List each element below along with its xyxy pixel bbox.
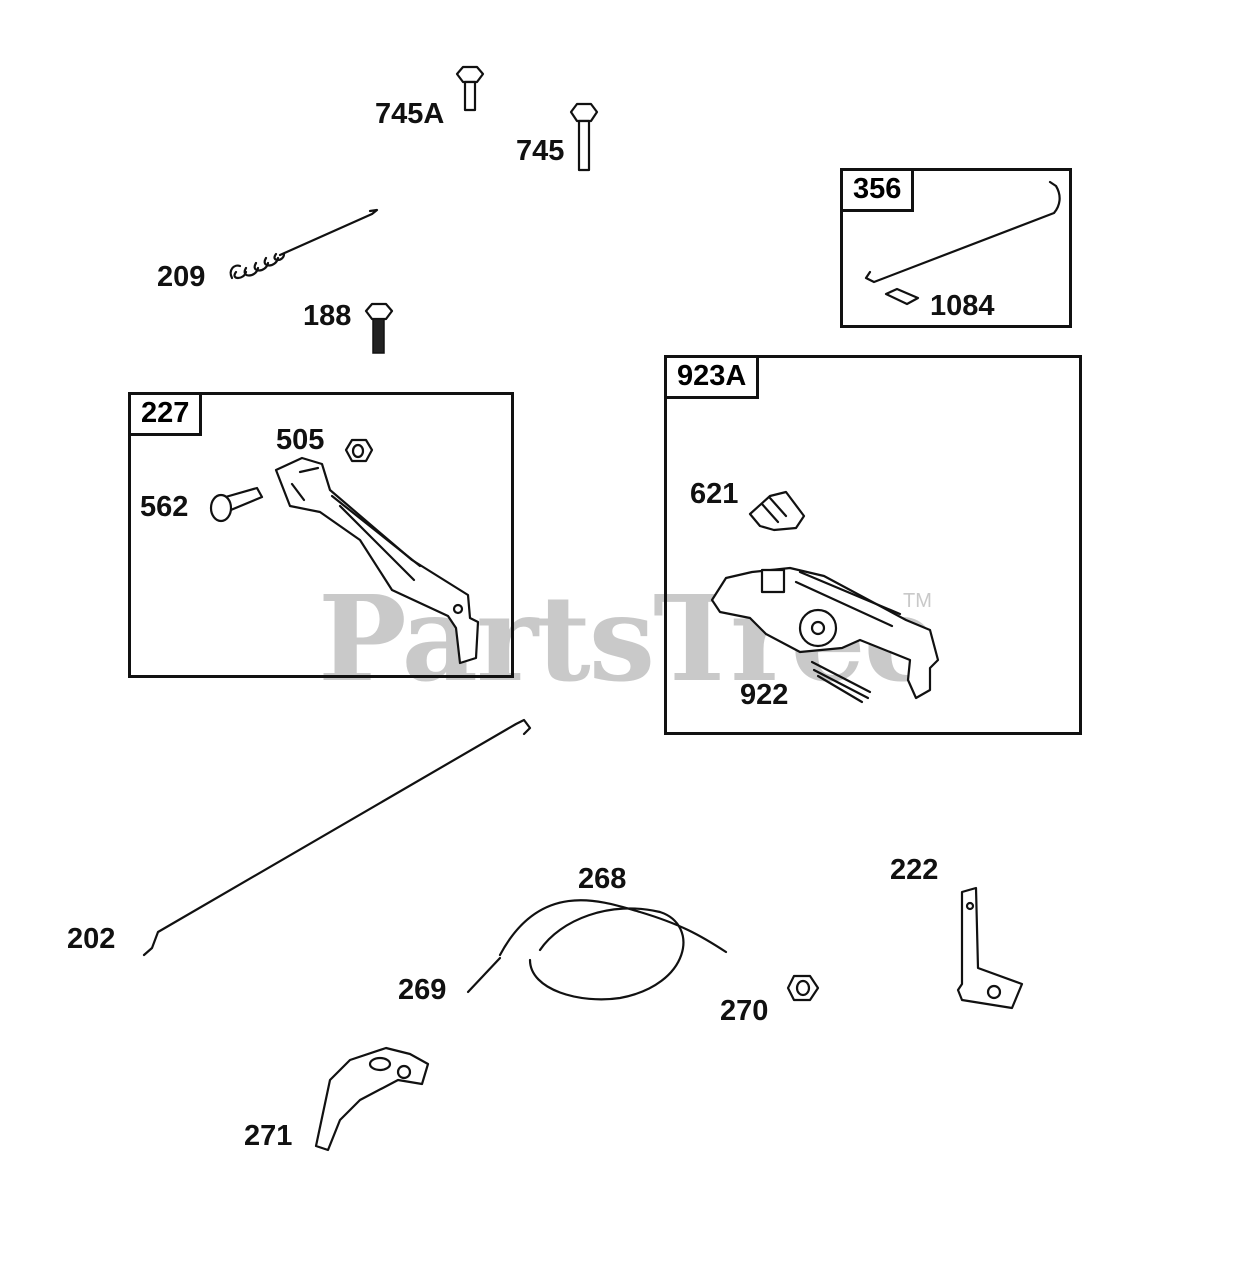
clip-1084-icon: [884, 287, 920, 306]
label-222: 222: [890, 854, 939, 886]
cable-268-icon: [498, 899, 728, 1001]
spring-922-icon: [810, 660, 872, 704]
screw-188-icon: [364, 302, 394, 354]
label-922: 922: [740, 679, 789, 711]
spring-209-icon: [229, 208, 379, 280]
control-plate-922-icon: [710, 566, 940, 700]
nut-270-icon: [786, 974, 820, 1002]
label-621: 621: [690, 478, 739, 510]
label-271: 271: [244, 1120, 293, 1152]
label-188: 188: [303, 300, 352, 332]
label-1084: 1084: [930, 290, 995, 322]
group-label-923a: 923A: [664, 355, 760, 399]
watermark-trademark: TM: [903, 590, 932, 612]
clip-621-icon: [748, 490, 806, 532]
cable-end-269-icon: [466, 956, 502, 994]
label-505: 505: [276, 424, 325, 456]
label-269: 269: [398, 974, 447, 1006]
label-209: 209: [157, 261, 206, 293]
link-356-icon: [864, 180, 1061, 284]
bracket-222-icon: [956, 886, 1024, 1010]
label-562: 562: [140, 491, 189, 523]
label-745: 745: [516, 135, 565, 167]
label-202: 202: [67, 923, 116, 955]
group-box-356: 356: [840, 168, 1072, 328]
label-270: 270: [720, 995, 769, 1027]
bolt-745-icon: [569, 102, 599, 172]
group-label-356: 356: [840, 168, 915, 212]
label-268: 268: [578, 863, 627, 895]
group-box-923a: 923A: [664, 355, 1082, 735]
label-745a: 745A: [375, 98, 445, 130]
group-label-227: 227: [128, 392, 203, 436]
lever-227-icon: [274, 456, 480, 665]
rod-202-icon: [142, 718, 532, 957]
group-box-227: 227: [128, 392, 514, 678]
pin-562-icon: [209, 486, 264, 523]
bracket-271-icon: [314, 1046, 430, 1152]
nut-505-icon: [344, 438, 374, 463]
bolt-745a-icon: [455, 65, 485, 112]
